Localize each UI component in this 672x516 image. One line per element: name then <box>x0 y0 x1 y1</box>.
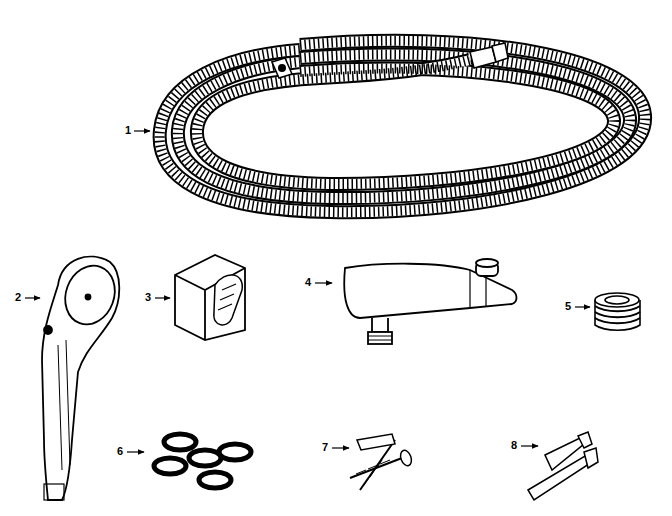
shower-holder <box>175 255 245 340</box>
callout-number: 2 <box>15 292 21 303</box>
callout-number: 4 <box>305 277 311 288</box>
arrows <box>25 131 590 452</box>
callout-number: 8 <box>511 440 517 451</box>
tub-spout <box>344 259 516 344</box>
screws <box>350 434 413 490</box>
callout-number: 6 <box>117 446 123 457</box>
wall-anchors <box>528 432 598 500</box>
callout-number: 1 <box>125 125 131 136</box>
hose <box>160 41 645 212</box>
washers <box>154 434 251 488</box>
callout-number: 5 <box>565 301 571 312</box>
callout-number: 7 <box>322 442 328 453</box>
adapter <box>595 293 640 330</box>
hand-shower <box>42 257 123 500</box>
callout-number: 3 <box>145 292 151 303</box>
